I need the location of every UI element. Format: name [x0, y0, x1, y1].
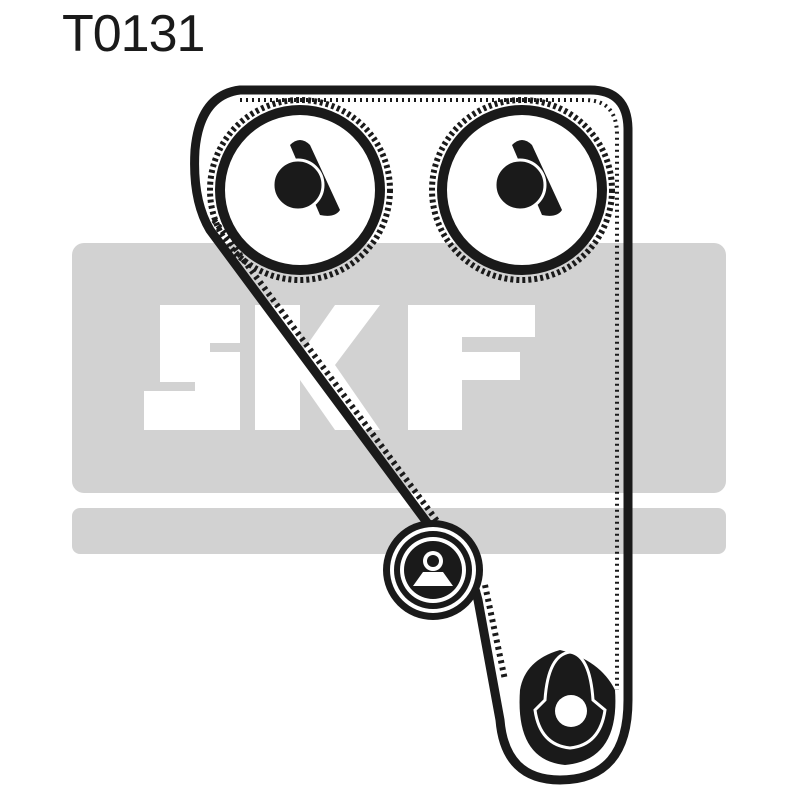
skf-logo: [72, 243, 726, 554]
tensioner-pulley: [383, 520, 483, 620]
crankshaft-pulley: [519, 650, 616, 765]
timing-belt: [190, 85, 633, 785]
camshaft-pulley-left: [207, 97, 393, 283]
part-number-title: T0131: [62, 5, 205, 63]
camshaft-pulley-right: [429, 97, 615, 283]
